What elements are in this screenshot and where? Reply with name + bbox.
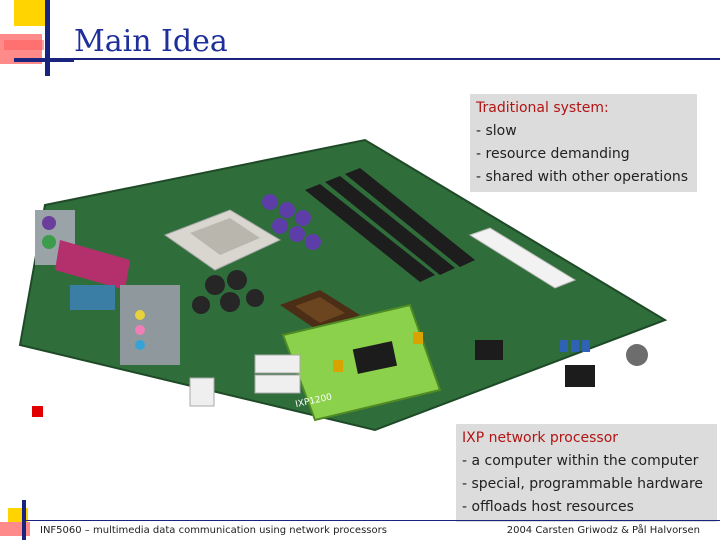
ps2-port-purple [42,216,56,230]
corner-logo-top [0,0,74,76]
title-underline [50,58,720,60]
ixp-item: - a computer within the computer [462,453,699,469]
red-bullet [32,406,43,417]
footer-line [22,520,720,521]
ixp-item: - offloads host resources [462,499,634,515]
traditional-item: - slow [476,123,517,139]
ps2-port-green [42,235,56,249]
ixp-heading: IXP network processor [462,430,619,446]
traditional-system-callout: Traditional system: - slow - resource de… [470,94,697,192]
footer-course-text: INF5060 – multimedia data communication … [40,525,387,536]
ixp-callout: IXP network processor - a computer withi… [456,424,717,522]
traditional-item: - shared with other operations [476,169,689,185]
ixp-item: - special, programmable hardware [462,476,704,492]
footer-authors: 2004 Carsten Griwodz & Pål Halvorsen [506,525,700,536]
parallel-port [55,240,130,290]
traditional-item: - resource demanding [476,146,630,162]
traditional-heading: Traditional system: [476,100,609,116]
slide-title: Main Idea [74,24,228,59]
motherboard-illustration: IXP1200 [18,138,668,432]
motherboard-board [20,140,665,430]
